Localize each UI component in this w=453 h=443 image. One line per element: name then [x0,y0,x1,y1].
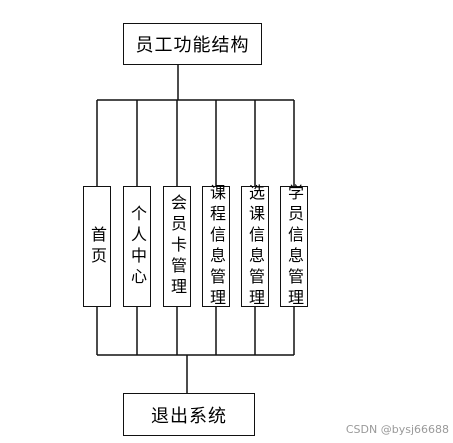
module-node-6: 学员信息管理 [280,183,308,310]
watermark-text: CSDN @bysj66688 [345,423,449,436]
module-label-5: 选课信息管理 [246,183,265,310]
module-node-1: 首页 [83,186,111,307]
module-label-1: 首页 [88,225,107,268]
module-node-2: 个人中心 [123,186,151,307]
module-node-3: 会员卡管理 [163,186,191,307]
exit-node-label: 退出系统 [151,405,227,427]
root-node-label: 员工功能结构 [135,35,250,56]
module-label-2: 个人中心 [128,204,147,289]
module-label-3: 会员卡管理 [168,194,187,299]
module-label-4: 课程信息管理 [207,183,226,310]
module-label-6: 学员信息管理 [285,183,304,310]
module-node-5: 选课信息管理 [241,183,269,310]
root-node-box: 员工功能结构 [123,23,262,65]
module-node-4: 课程信息管理 [202,183,230,310]
exit-node-box: 退出系统 [123,393,255,436]
